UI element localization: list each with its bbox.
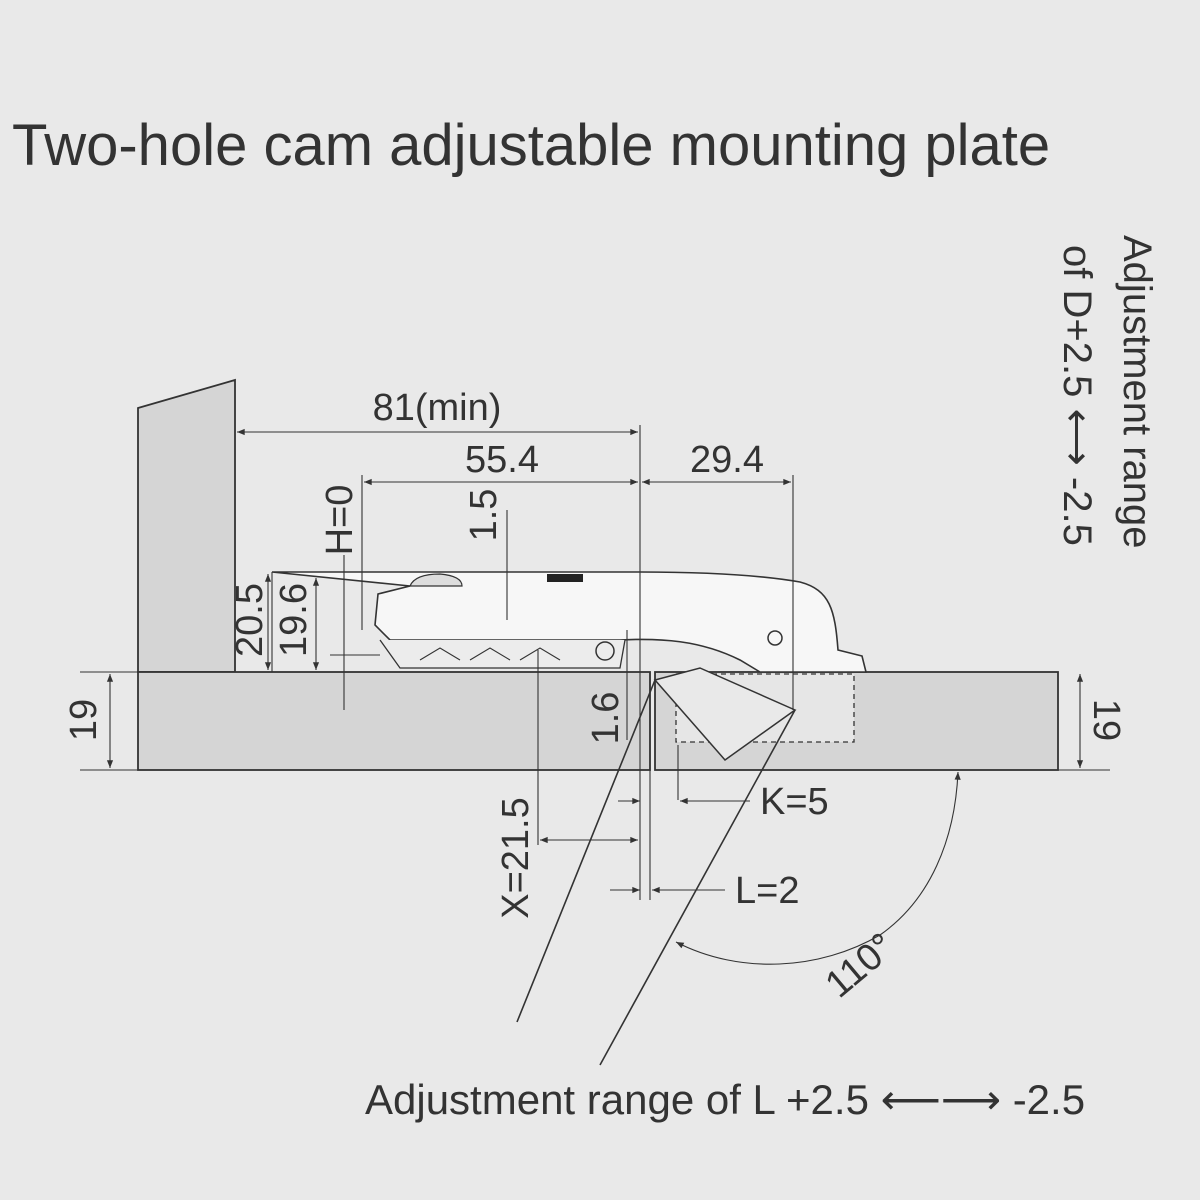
door-open-line [516,679,656,1023]
dim-angle: 110° [818,925,903,1006]
dim-arm: 29.4 [690,439,764,481]
opening-angle-arc [675,771,961,965]
hinge-body [271,571,868,673]
dim-panel-left: 19 [63,699,105,741]
dim-overall: 81(min) [373,387,502,429]
l-range-note: Adjustment range of L +2.5 ⟵⟶ -2.5 [365,1076,1085,1123]
cabinet-side-panel [137,378,236,673]
dim-x: X=21.5 [495,797,537,919]
dim-k: K=5 [760,781,829,823]
dim-cup-to-edge: 55.4 [465,439,539,481]
dim-1-6: 1.6 [585,692,627,745]
d-range-line2: of D+2.5 ⟷ -2.5 [1055,245,1099,546]
diagram-title: Two-hole cam adjustable mounting plate [12,113,1050,178]
dim-panel-right: 19 [1085,699,1127,741]
dim-l: L=2 [735,870,799,912]
dim-height-19-6: 19.6 [273,583,315,657]
dim-1-5: 1.5 [463,489,505,542]
d-range-line1: Adjustment range [1115,235,1159,549]
dim-height-20-5: 20.5 [229,583,271,657]
dim-h: H=0 [319,485,361,556]
cabinet-panel [137,671,651,771]
